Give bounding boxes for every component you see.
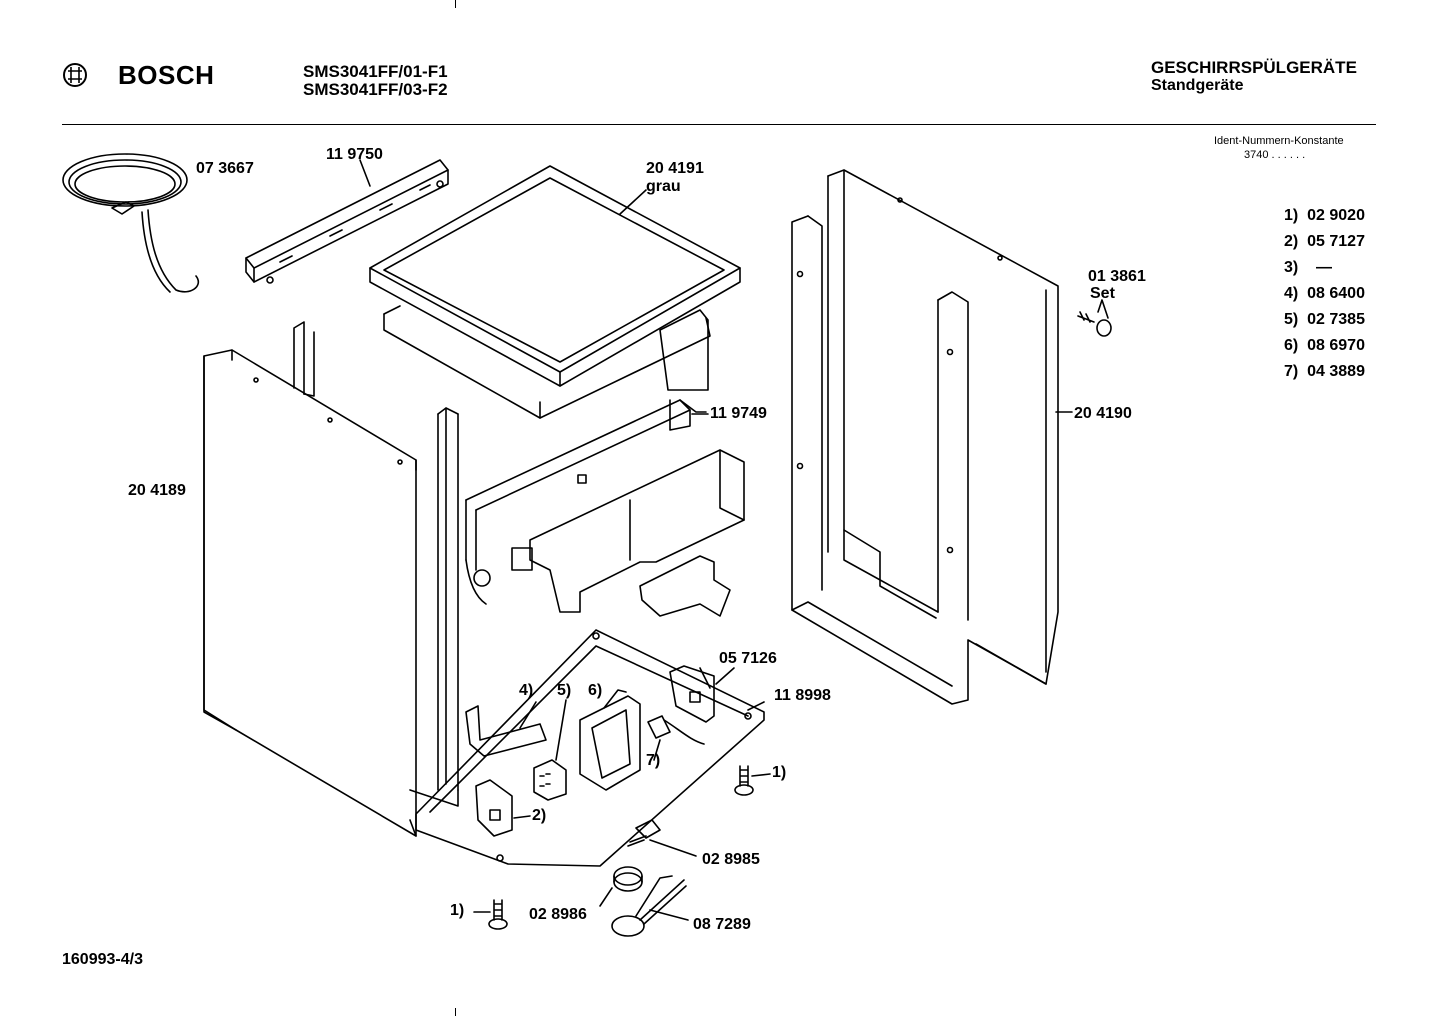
ident-row: 5) 02 7385 bbox=[1284, 311, 1365, 329]
label-power-cord: 07 3667 bbox=[196, 160, 254, 177]
ident-title: Ident-Nummern-Konstante bbox=[1214, 135, 1344, 147]
ident-key: 6) bbox=[1284, 337, 1299, 354]
leader-line bbox=[716, 668, 734, 684]
model-line-1: SMS3041FF/01-F1 bbox=[303, 62, 448, 81]
ident-key: 5) bbox=[1284, 311, 1299, 328]
label-callout-7: 7) bbox=[646, 752, 661, 769]
ident-row: 2) 05 7127 bbox=[1284, 233, 1365, 251]
harness-part bbox=[612, 876, 688, 936]
label-screw-set-note: Set bbox=[1090, 285, 1115, 302]
ident-row: 7) 04 3889 bbox=[1284, 363, 1365, 381]
right-frame-part bbox=[792, 170, 1058, 704]
label-callout-1-right: 1) bbox=[772, 764, 787, 781]
label-base-frame: 11 8998 bbox=[774, 687, 831, 704]
switch-part bbox=[628, 820, 696, 856]
category-title: GESCHIRRSPÜLGERÄTE bbox=[1151, 58, 1357, 77]
top-rail-part bbox=[246, 160, 448, 283]
power-cord-icon bbox=[63, 154, 198, 292]
left-upright-part bbox=[294, 322, 458, 806]
doc-number: 160993-4/3 bbox=[62, 951, 143, 968]
foot-right-icon bbox=[735, 766, 770, 795]
screw-set-icon bbox=[1078, 300, 1111, 336]
label-callout-6: 6) bbox=[588, 682, 603, 699]
ident-value: 04 3889 bbox=[1307, 363, 1365, 380]
header-rule bbox=[62, 124, 1376, 125]
label-callout-2: 2) bbox=[532, 807, 547, 824]
part-7-capacitor bbox=[648, 716, 704, 760]
part-4-bracket bbox=[466, 702, 546, 756]
bosch-logo-icon bbox=[62, 62, 88, 93]
label-worktop-note: grau bbox=[646, 178, 681, 195]
part-2-bracket bbox=[476, 780, 512, 836]
leader-line bbox=[748, 702, 764, 710]
ident-value: 08 6400 bbox=[1307, 285, 1365, 302]
top-tick bbox=[455, 0, 456, 8]
label-plate-bracket: 05 7126 bbox=[719, 650, 777, 667]
model-line-2: SMS3041FF/03-F2 bbox=[303, 80, 448, 99]
ident-key: 3) bbox=[1284, 259, 1299, 276]
label-cap: 02 8986 bbox=[529, 906, 587, 923]
label-worktop: 20 4191 bbox=[646, 160, 704, 177]
left-panel-part bbox=[204, 350, 416, 836]
cap-part bbox=[600, 867, 642, 906]
label-callout-1-left: 1) bbox=[450, 902, 465, 919]
label-screw-set: 01 3861 bbox=[1088, 268, 1146, 285]
ident-row: 1) 02 9020 bbox=[1284, 207, 1365, 225]
leader-line bbox=[620, 190, 646, 214]
ident-row: 6) 08 6970 bbox=[1284, 337, 1365, 355]
worktop-part bbox=[370, 166, 740, 418]
label-callout-4: 4) bbox=[519, 682, 534, 699]
ident-key: 1) bbox=[1284, 207, 1299, 224]
ident-key: 7) bbox=[1284, 363, 1299, 380]
bottom-tick bbox=[455, 1008, 456, 1016]
ident-row: 4) 08 6400 bbox=[1284, 285, 1365, 303]
part-5-terminal bbox=[534, 700, 566, 800]
rear-bracket-part bbox=[466, 400, 744, 616]
part-6-housing bbox=[580, 690, 640, 790]
ident-row: 3) — bbox=[1284, 259, 1332, 277]
foot-left-icon bbox=[474, 900, 507, 929]
label-right-panel: 20 4190 bbox=[1074, 405, 1132, 422]
brand-name: BOSCH bbox=[118, 60, 215, 90]
base-frame-part bbox=[416, 630, 764, 866]
ident-key: 2) bbox=[1284, 233, 1299, 250]
leader-line bbox=[360, 160, 370, 186]
ident-key: 4) bbox=[1284, 285, 1299, 302]
category-subtitle: Standgeräte bbox=[1151, 77, 1244, 94]
ident-value: 3740 . . . . . . bbox=[1244, 149, 1306, 161]
leader-line bbox=[514, 816, 530, 818]
ident-value: 02 9020 bbox=[1307, 207, 1365, 224]
ident-value: 08 6970 bbox=[1307, 337, 1365, 354]
label-switch: 02 8985 bbox=[702, 851, 760, 868]
plate-bracket-part bbox=[670, 666, 714, 722]
label-top-rail: 11 9750 bbox=[326, 146, 383, 163]
label-left-panel: 20 4189 bbox=[128, 482, 186, 499]
ident-value: — bbox=[1316, 259, 1333, 276]
label-rear-bracket: 11 9749 bbox=[710, 405, 767, 422]
ident-value: 02 7385 bbox=[1307, 311, 1365, 328]
label-callout-5: 5) bbox=[557, 682, 572, 699]
label-harness: 08 7289 bbox=[693, 916, 751, 933]
ident-value: 05 7127 bbox=[1307, 233, 1365, 250]
